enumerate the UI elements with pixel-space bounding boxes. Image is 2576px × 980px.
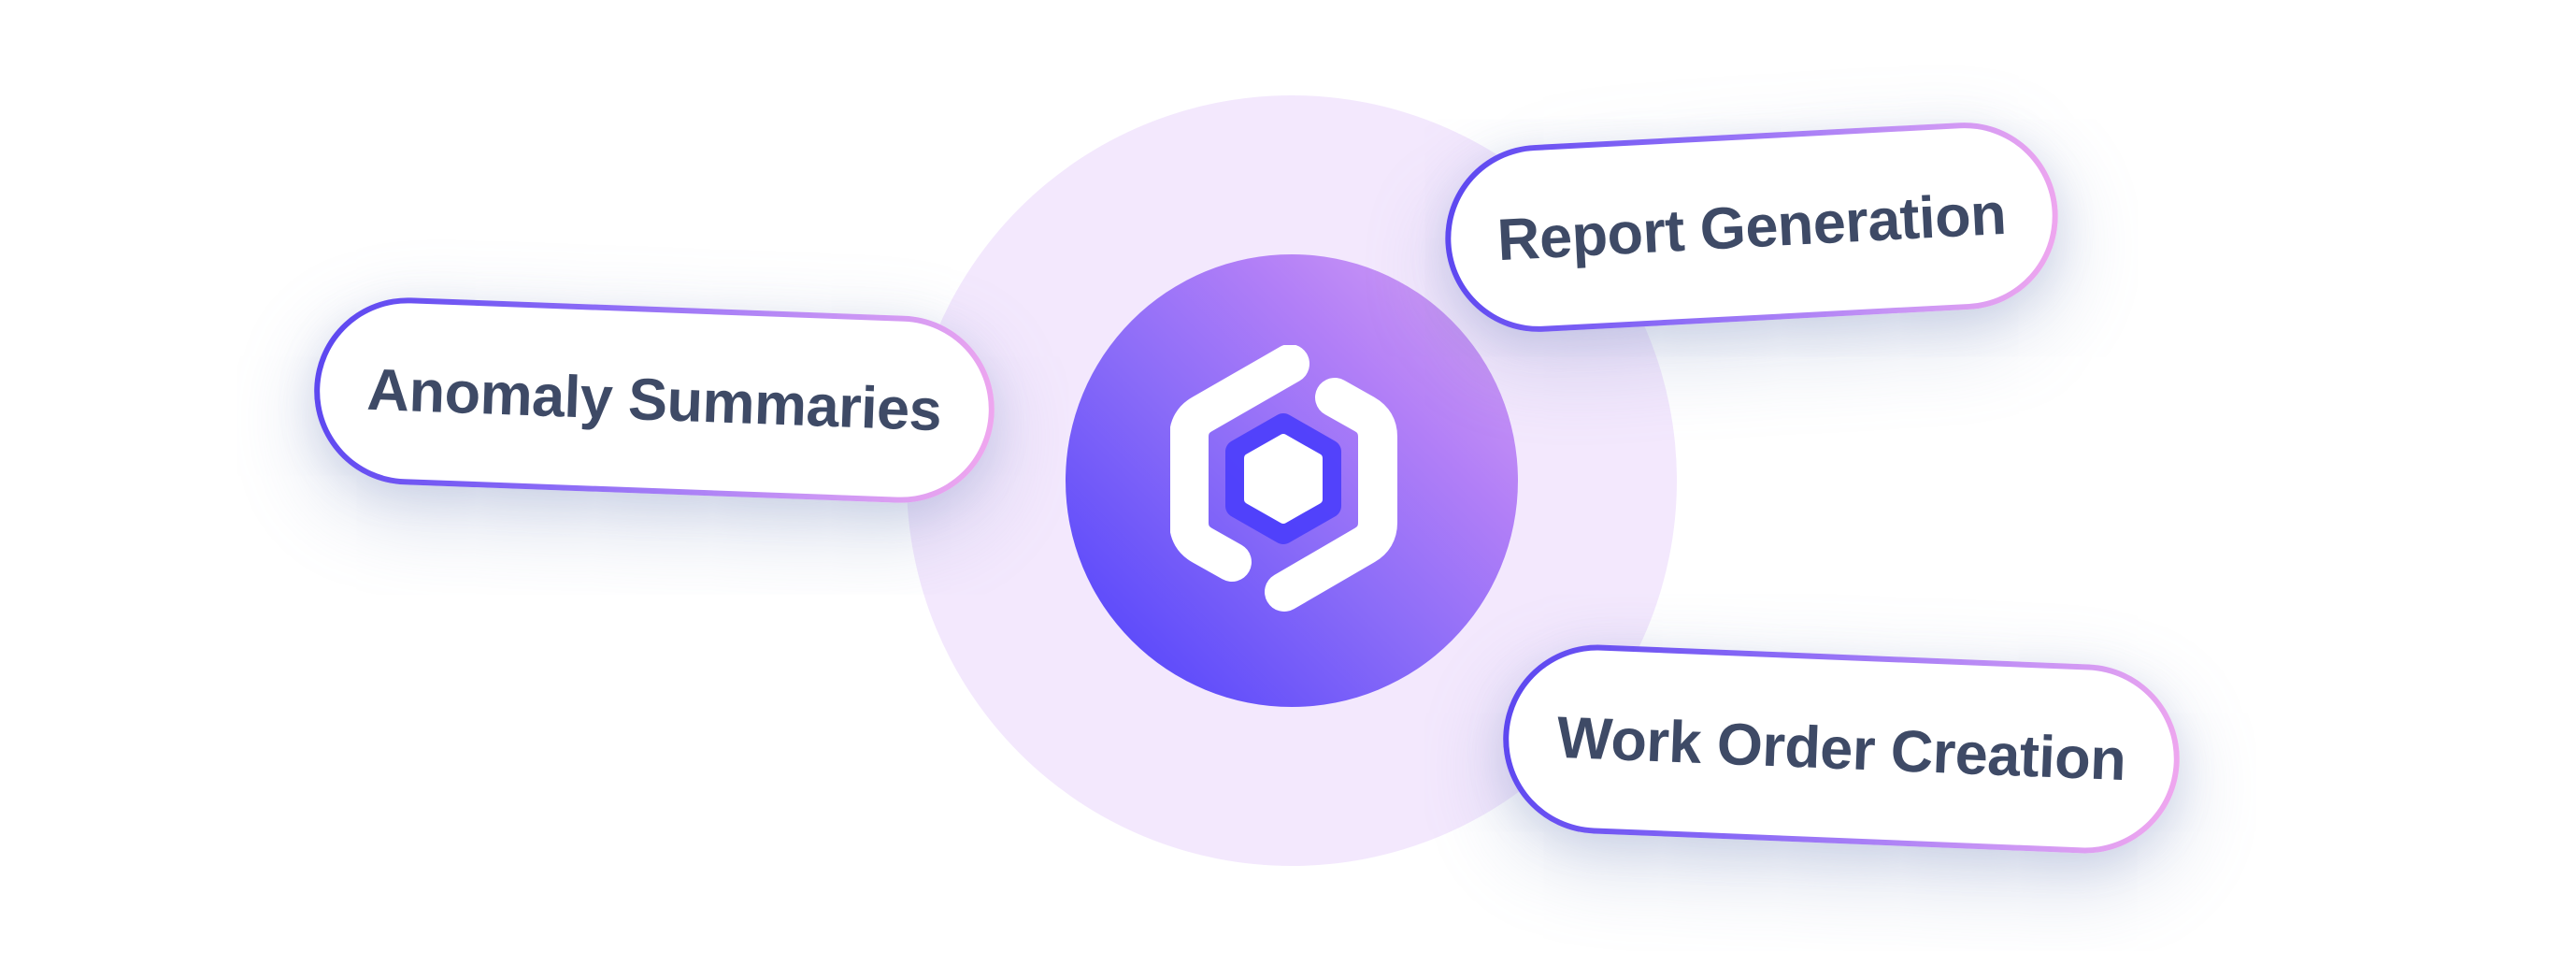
- feature-label-work-order-creation: Work Order Creation: [1555, 704, 2127, 794]
- logo-inner-gap: [1225, 413, 1341, 544]
- feature-pill-anomaly-summaries: Anomaly Summaries: [310, 294, 998, 507]
- logo-left-bracket: [1170, 345, 1309, 582]
- feature-label-report-generation: Report Generation: [1496, 180, 2008, 274]
- hub-circle: [1066, 254, 1518, 707]
- feature-pill-inner: Work Order Creation: [1505, 646, 2178, 852]
- hexagon-bracket-logo-icon: [1170, 345, 1397, 612]
- feature-pill-inner: Anomaly Summaries: [316, 299, 993, 501]
- logo-inner-hexagon: [1244, 434, 1323, 524]
- feature-pill-report-generation: Report Generation: [1440, 117, 2063, 338]
- logo-right-bracket: [1265, 378, 1397, 612]
- feature-pill-work-order-creation: Work Order Creation: [1499, 641, 2183, 858]
- feature-pill-inner: Report Generation: [1446, 123, 2057, 331]
- feature-label-anomaly-summaries: Anomaly Summaries: [365, 356, 943, 444]
